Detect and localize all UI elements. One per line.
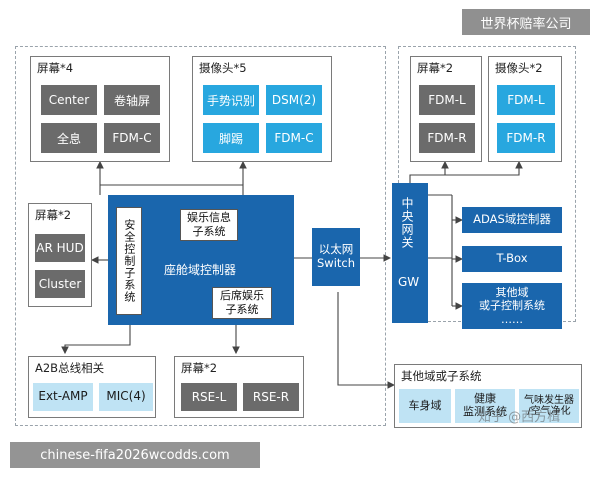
rse-label: 屏幕*2 [181,361,218,375]
camera-fdm-r: FDM-R [497,123,555,153]
cameras5-label: 摄像头*5 [199,61,247,75]
other-domain-controllers: 其他域 或子控制系统 …… [462,283,562,329]
screen-rse-l: RSE-L [181,383,237,411]
central-gateway-suffix: GW [398,275,420,289]
screen-cluster: Cluster [35,270,85,298]
cockpit-controller-label: 座舱域控制器 [164,263,237,277]
camera-gesture: 手势识别 [203,85,259,115]
screen-ar-hud: AR HUD [35,234,85,262]
other-domain-group: 其他域或子系统 车身域 健康 监测系统 气味发生器 /空气净化 [394,364,582,428]
a2b-label: A2B总线相关 [35,361,105,375]
screen-holo: 全息 [41,123,97,153]
mic: MIC(4) [99,383,153,411]
screens2-right-label: 屏幕*2 [417,61,454,75]
cameras5-group: 摄像头*5 手势识别 DSM(2) 脚踢 FDM-C [192,56,332,162]
camera-fdm-c: FDM-C [266,123,322,153]
scent-generator: 气味发生器 /空气净化 [519,389,579,423]
screens2-right-group: 屏幕*2 FDM-L FDM-R [410,56,482,162]
screen-fdm-r: FDM-R [419,123,475,153]
safety-subsystem: 安全控制子系统 [116,207,142,315]
screen-center: Center [41,85,97,115]
camera-fdm-l: FDM-L [497,85,555,115]
rse-group: 屏幕*2 RSE-L RSE-R [174,356,304,418]
screen-rse-r: RSE-R [243,383,299,411]
cockpit-domain-controller: 安全控制子系统 娱乐信息 子系统 座舱域控制器 后席娱乐 子系统 [108,195,294,325]
other-domain-label: 其他域或子系统 [401,369,482,383]
health-monitoring: 健康 监测系统 [455,389,515,423]
camera-kick: 脚踢 [203,123,259,153]
screens2-left-group: 屏幕*2 AR HUD Cluster [28,203,92,307]
screens4-group: 屏幕*4 Center 卷轴屏 全息 FDM-C [30,56,170,162]
screen-fdm-l: FDM-L [419,85,475,115]
screen-scroll: 卷轴屏 [104,85,160,115]
entertainment-subsystem: 娱乐信息 子系统 [180,209,238,241]
ext-amp: Ext-AMP [33,383,93,411]
watermark-zhihu: 知乎 @西方楫 [478,410,561,425]
central-gateway: 中央网关 GW [392,183,428,323]
cameras2-group: 摄像头*2 FDM-L FDM-R [488,56,562,162]
ethernet-switch: 以太网 Switch [312,228,360,286]
cockpit-boundary [15,46,386,426]
rear-entertainment-subsystem: 后席娱乐 子系统 [212,287,272,319]
cameras2-label: 摄像头*2 [495,61,543,75]
t-box: T-Box [462,246,562,272]
adas-controller: ADAS域控制器 [462,207,562,233]
watermark-top: 世界杯赔率公司 [462,9,590,35]
body-domain: 车身域 [399,389,451,423]
central-gateway-label: 中央网关 [400,197,414,249]
screen-fdm-c: FDM-C [104,123,160,153]
screens4-label: 屏幕*4 [37,61,74,75]
screens2-left-label: 屏幕*2 [35,208,72,222]
watermark-bottom: chinese-fifa2026wcodds.com [10,442,260,468]
a2b-group: A2B总线相关 Ext-AMP MIC(4) [28,356,156,418]
camera-dsm: DSM(2) [266,85,322,115]
